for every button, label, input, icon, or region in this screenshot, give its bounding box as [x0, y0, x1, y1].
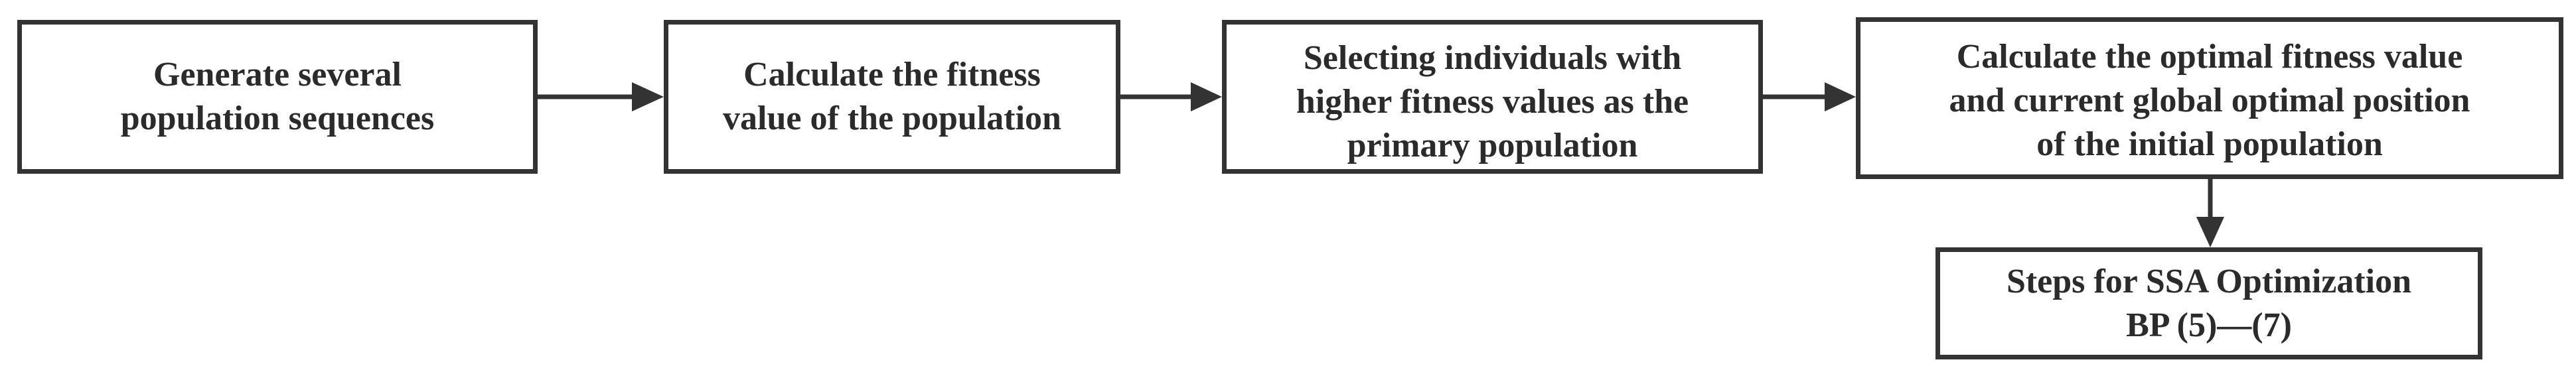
arrow-step3-to-step4 — [1763, 82, 1856, 111]
arrow-step2-to-step3 — [1120, 82, 1222, 111]
arrowhead-right-icon — [1191, 82, 1222, 111]
arrowhead-down-icon — [2196, 217, 2224, 247]
step-ssa-optimization: Steps for SSA Optimization BP (5)—(7) — [1935, 247, 2482, 359]
step-generate-populations: Generate several population sequences — [17, 20, 538, 174]
arrow-step1-to-step2 — [538, 82, 664, 111]
step-label: Steps for SSA Optimization BP (5)—(7) — [2006, 262, 2412, 344]
arrowhead-right-icon — [632, 82, 664, 111]
arrow-step4-to-step5 — [2196, 179, 2224, 247]
step-calculate-fitness: Calculate the fitness value of the popul… — [664, 20, 1120, 174]
arrowhead-right-icon — [1825, 82, 1856, 111]
step-label: Selecting individuals with higher fitnes… — [1296, 39, 1689, 164]
step-label: Calculate the fitness value of the popul… — [723, 56, 1061, 137]
step-calculate-optimal: Calculate the optimal fitness value and … — [1856, 17, 2563, 179]
step-label: Generate several population sequences — [120, 56, 435, 137]
step-select-individuals: Selecting individuals with higher fitnes… — [1222, 20, 1763, 174]
step-label: Calculate the optimal fitness value and … — [1949, 38, 2470, 163]
